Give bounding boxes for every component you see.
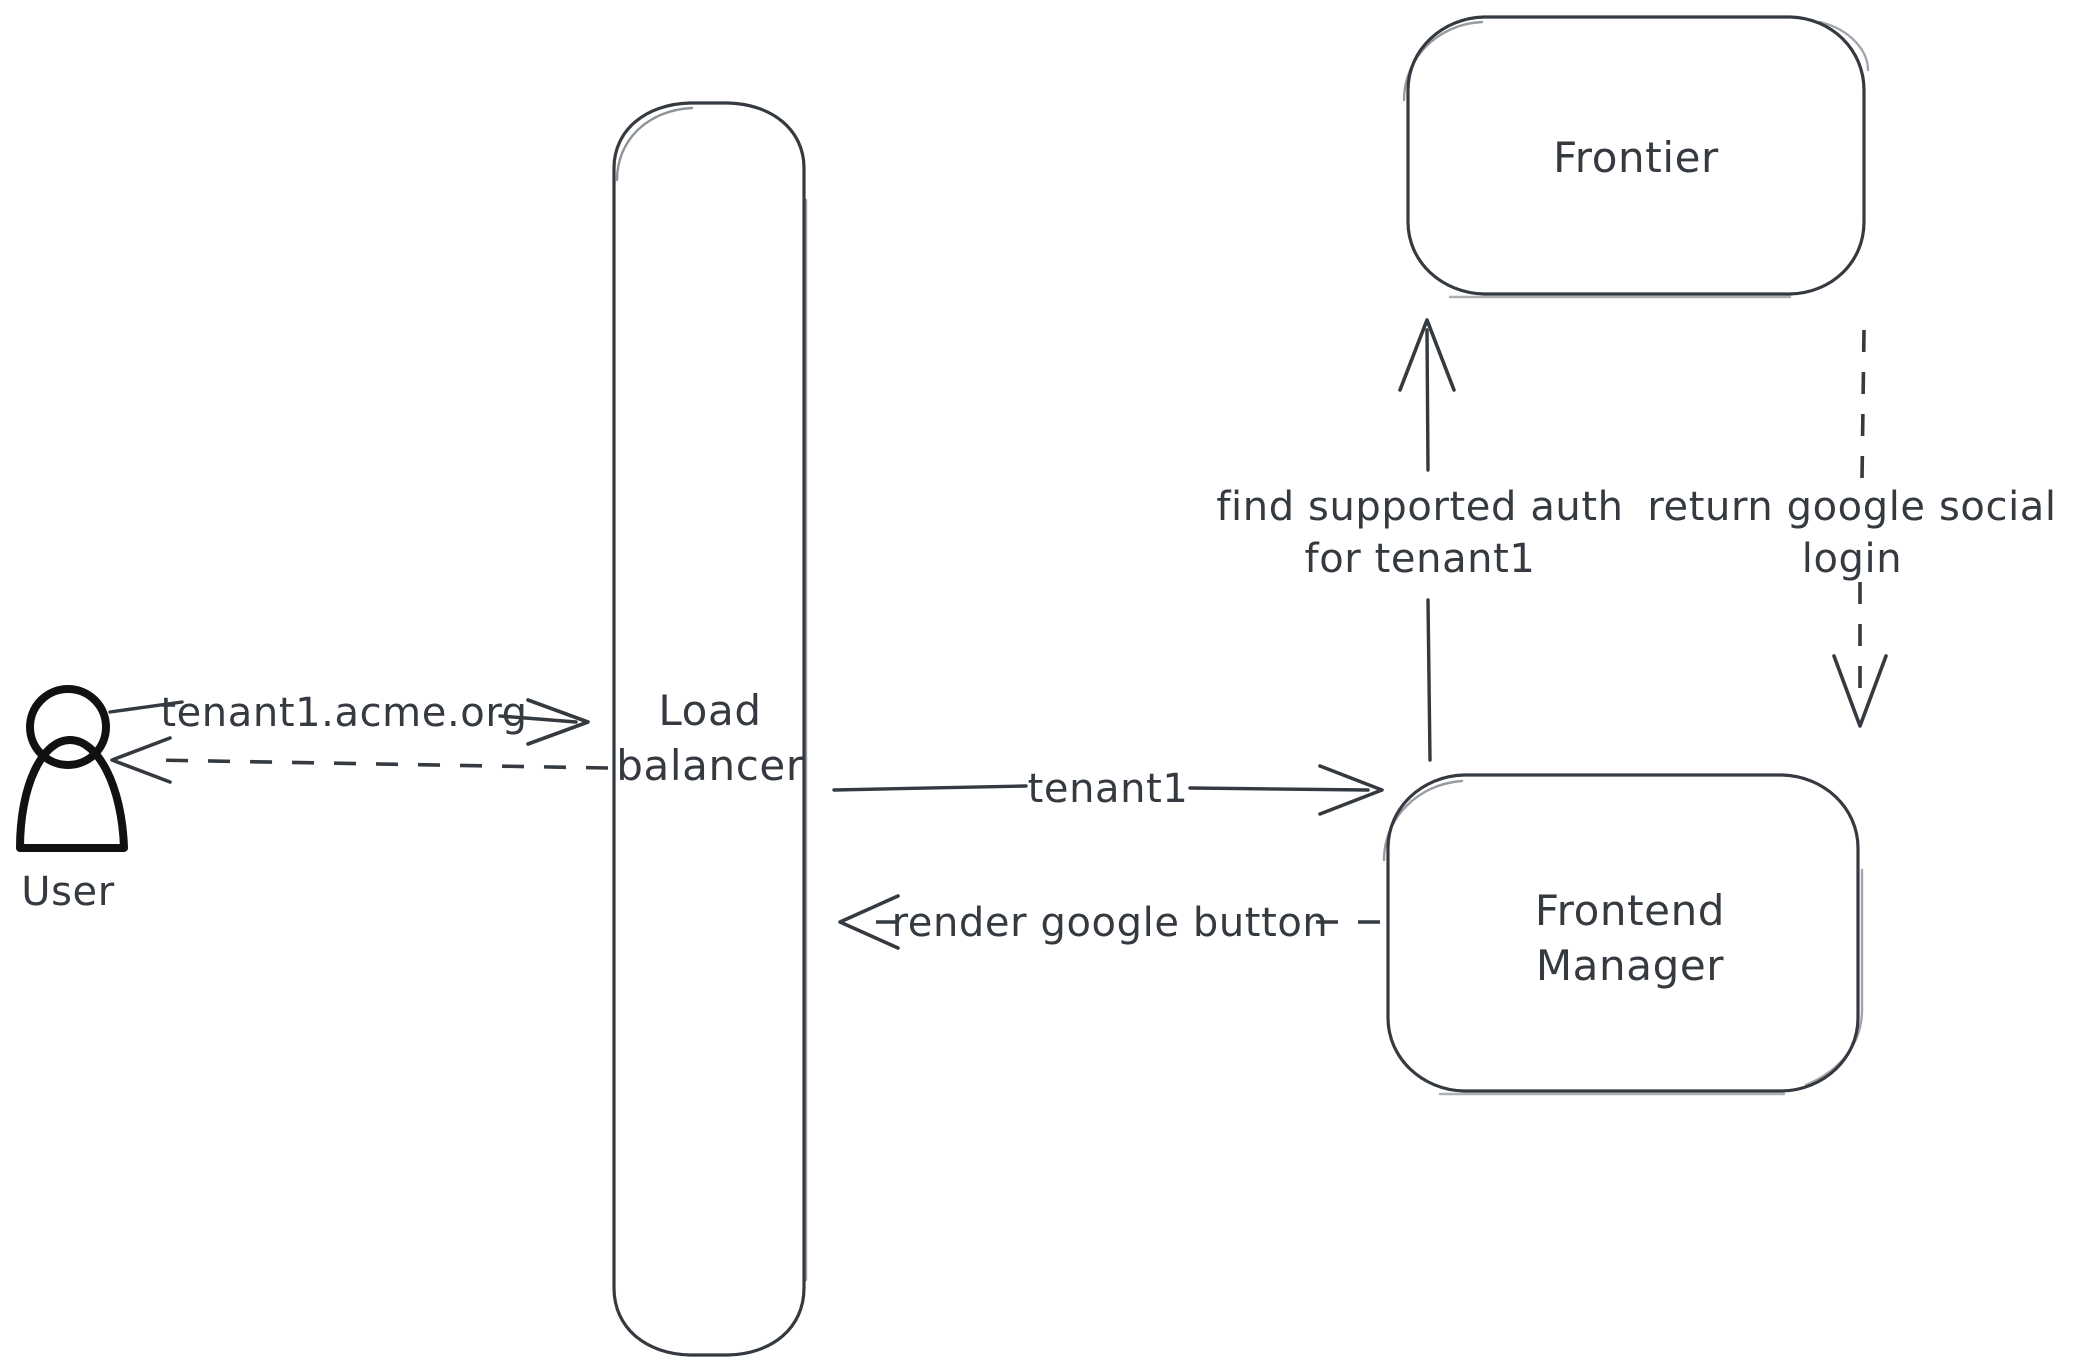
edge-frontend-manager-to-frontier: find supported auth for tenant1 bbox=[1216, 318, 1623, 762]
frontier-shape bbox=[1406, 15, 1866, 296]
frontier-shape-sketch bbox=[1402, 20, 1484, 102]
load-balancer-shape-sketch bbox=[615, 106, 694, 182]
user-actor-label: User bbox=[21, 869, 115, 915]
edge-load-balancer-to-user bbox=[110, 736, 609, 784]
edge-fm-to-frontier-label-line2: for tenant1 bbox=[1305, 536, 1536, 582]
edge-lb-to-user-line bbox=[151, 758, 609, 770]
frontier-node[interactable]: Frontier bbox=[1402, 15, 1870, 299]
load-balancer-shape bbox=[612, 101, 806, 1357]
edge-frontier-to-fm-line-upper bbox=[1860, 329, 1866, 481]
edge-lb-to-fm-label: tenant1 bbox=[1028, 766, 1189, 812]
edge-lb-to-user-arrowhead bbox=[110, 736, 172, 784]
frontier-label: Frontier bbox=[1553, 133, 1719, 182]
frontend-manager-label-line1: Frontend bbox=[1535, 886, 1725, 935]
edge-user-to-lb-line-right bbox=[498, 714, 578, 724]
edge-frontend-manager-to-load-balancer: render google button bbox=[838, 894, 1380, 950]
frontier-shape-sketch2 bbox=[1818, 20, 1870, 72]
actor-body-icon bbox=[16, 736, 128, 852]
person-actor-icon bbox=[16, 685, 128, 852]
frontend-manager-label-line2: Manager bbox=[1536, 941, 1724, 990]
edge-fm-to-frontier-line-upper bbox=[1425, 328, 1430, 472]
load-balancer-label-line2: balancer bbox=[616, 741, 804, 790]
user-actor: User bbox=[16, 685, 128, 915]
edge-user-to-load-balancer: tenant1.acme.org bbox=[108, 690, 590, 746]
edge-lb-to-fm-line-right bbox=[1188, 786, 1370, 792]
load-balancer-label-line1: Load bbox=[658, 686, 761, 735]
edge-fm-to-lb-arrowhead bbox=[838, 894, 900, 950]
edge-load-balancer-to-frontend-manager: tenant1 bbox=[832, 764, 1384, 816]
edge-user-to-lb-line-left bbox=[108, 700, 184, 714]
edge-user-to-lb-label: tenant1.acme.org bbox=[160, 690, 527, 736]
edge-fm-to-lb-label: render google button bbox=[892, 900, 1329, 946]
edge-user-to-lb-arrowhead bbox=[526, 698, 590, 746]
frontend-manager-shape-sketch2 bbox=[1804, 868, 1864, 1087]
edge-fm-to-frontier-label-line1: find supported auth bbox=[1216, 484, 1623, 530]
edge-fm-to-frontier-line-lower bbox=[1426, 598, 1432, 762]
frontend-manager-shape bbox=[1386, 773, 1860, 1093]
edge-frontier-to-frontend-manager: return google social login bbox=[1647, 329, 2056, 728]
edge-frontier-to-fm-label-line1: return google social bbox=[1647, 484, 2056, 530]
edge-lb-to-fm-line-left bbox=[832, 784, 1028, 792]
edge-frontier-to-fm-label-line2: login bbox=[1802, 536, 1902, 582]
frontend-manager-shape-sketch bbox=[1382, 779, 1464, 862]
edge-lb-to-fm-arrowhead bbox=[1318, 764, 1384, 816]
edge-fm-to-frontier-arrowhead bbox=[1398, 318, 1456, 392]
frontend-manager-node[interactable]: Frontend Manager bbox=[1382, 773, 1864, 1096]
load-balancer-node[interactable]: Load balancer bbox=[612, 101, 808, 1357]
edge-frontier-to-fm-arrowhead bbox=[1832, 654, 1888, 728]
actor-head-icon bbox=[26, 685, 110, 769]
